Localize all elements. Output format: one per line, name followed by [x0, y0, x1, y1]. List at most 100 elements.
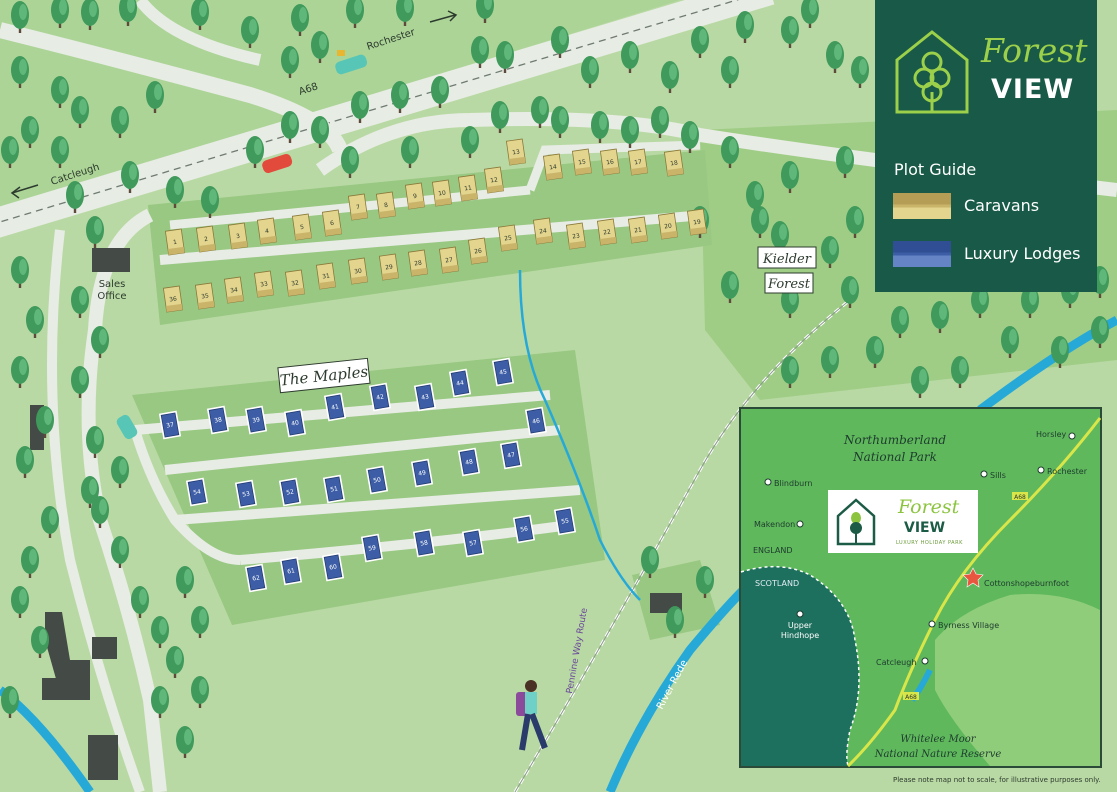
caravan-plot[interactable]: 4 [256, 217, 278, 245]
lodge-plot[interactable]: 55 [553, 506, 577, 536]
lodge-plot[interactable]: 51 [322, 474, 346, 504]
caravan-plot[interactable]: 35 [194, 282, 216, 310]
tree-icon [1051, 336, 1069, 368]
inset-town: Cottonshopeburnfoot [984, 579, 1069, 588]
lodge-plot[interactable]: 40 [283, 408, 307, 438]
tree-icon [281, 111, 299, 143]
caravan-plot[interactable]: 1 [164, 228, 186, 256]
lodge-plot[interactable]: 47 [499, 440, 523, 470]
caravan-plot[interactable]: 32 [284, 269, 306, 297]
caravan-plot[interactable]: 3 [227, 222, 249, 250]
tree-icon [166, 176, 184, 208]
forest-label: Forest [767, 277, 811, 292]
lodge-plot[interactable]: 52 [278, 477, 302, 507]
caravan-plot[interactable]: 23 [565, 222, 587, 250]
lodge-plot[interactable]: 37 [158, 410, 182, 440]
caravan-plot[interactable]: 13 [505, 138, 527, 166]
caravan-plot[interactable]: 31 [315, 262, 337, 290]
caravan-plot[interactable]: 17 [627, 148, 649, 176]
caravan-plot[interactable]: 28 [407, 249, 429, 277]
caravan-number: 7 [356, 204, 361, 211]
scotland-region [741, 566, 859, 766]
tree-icon [21, 116, 39, 148]
lodge-plot[interactable]: 49 [410, 458, 434, 488]
caravan-plot[interactable]: 26 [467, 237, 489, 265]
caravan-plot[interactable]: 14 [542, 153, 564, 181]
caravan-number: 18 [670, 159, 679, 167]
lodge-plot[interactable]: 50 [365, 465, 389, 495]
caravan-number: 30 [354, 267, 363, 275]
tree-icon [191, 606, 209, 638]
lodge-plot[interactable]: 54 [185, 477, 209, 507]
caravan-plot[interactable]: 22 [596, 218, 618, 246]
inset-brand-view: VIEW [904, 520, 946, 536]
lodge-plot[interactable]: 39 [244, 405, 268, 435]
caravan-plot[interactable]: 34 [223, 276, 245, 304]
reserve-label-2: National Nature Reserve [874, 749, 1002, 760]
lodge-plot[interactable]: 41 [323, 392, 347, 422]
caravan-plot[interactable]: 24 [532, 217, 554, 245]
caravan-plot[interactable]: 11 [457, 174, 479, 202]
lodge-plot[interactable]: 53 [234, 479, 258, 509]
tree-icon [71, 366, 89, 398]
caravan-plot[interactable]: 19 [686, 208, 708, 236]
lodge-plot[interactable]: 59 [360, 533, 384, 563]
caravan-plot[interactable]: 7 [347, 193, 369, 221]
lodge-plot[interactable]: 43 [413, 382, 437, 412]
tree-icon [736, 11, 754, 43]
sales-office-building [92, 248, 130, 272]
caravan-plot[interactable]: 18 [663, 149, 685, 177]
lodge-plot[interactable]: 62 [244, 563, 268, 593]
location-inset-map: A68 A68 Northumberland National Park ENG… [739, 407, 1102, 768]
caravan-number: 16 [606, 158, 615, 166]
caravan-plot[interactable]: 36 [162, 285, 184, 313]
caravan-number: 35 [201, 292, 210, 300]
lodge-plot[interactable]: 58 [412, 528, 436, 558]
caravan-plot[interactable]: 10 [431, 179, 453, 207]
car-icon [116, 414, 138, 440]
inset-road-badge [1012, 492, 1028, 500]
tree-icon [71, 96, 89, 128]
tree-icon [311, 116, 329, 148]
tree-icon [36, 406, 54, 438]
tree-icon [651, 106, 669, 138]
caravan-plot[interactable]: 20 [657, 212, 679, 240]
caravan-plot[interactable]: 30 [347, 257, 369, 285]
lodge-plot[interactable]: 61 [279, 556, 303, 586]
brand-forest-text: Forest [981, 31, 1088, 70]
caravan-plot[interactable]: 29 [378, 253, 400, 281]
lodge-plot[interactable]: 56 [512, 514, 536, 544]
lodge-plot[interactable]: 42 [368, 382, 392, 412]
lodge-plot[interactable]: 60 [321, 552, 345, 582]
caravan-plot[interactable]: 2 [195, 225, 217, 253]
caravan-plot[interactable]: 21 [627, 216, 649, 244]
lodge-plot[interactable]: 57 [461, 528, 485, 558]
car-icon [262, 153, 293, 173]
caravan-plot[interactable]: 12 [483, 166, 505, 194]
lodge-plot[interactable]: 44 [448, 368, 472, 398]
caravan-plot[interactable]: 15 [571, 148, 593, 176]
caravan-plot[interactable]: 5 [291, 213, 313, 241]
lodge-plot[interactable]: 45 [491, 357, 515, 387]
lodge-plot[interactable]: 38 [206, 405, 230, 435]
caravan-number: 14 [549, 163, 558, 171]
caravan-plot[interactable]: 9 [404, 182, 426, 210]
arrow-left-icon [11, 184, 39, 194]
tree-icon [951, 356, 969, 388]
caravan-plot[interactable]: 16 [599, 148, 621, 176]
tree-icon [151, 686, 169, 718]
inset-town: Blindburn [764, 478, 812, 488]
caravan-plot[interactable]: 33 [253, 270, 275, 298]
caravan-plot[interactable]: 8 [375, 191, 397, 219]
lodge-plot[interactable]: 46 [524, 406, 548, 436]
caravan-plot[interactable]: 6 [321, 209, 343, 237]
caravan-number: 21 [634, 226, 643, 234]
lodge-plot[interactable]: 48 [457, 447, 481, 477]
caravan-plot[interactable]: 27 [438, 246, 460, 274]
tree-icon [431, 76, 449, 108]
lodge-number: 37 [166, 421, 175, 429]
tree-icon [91, 326, 109, 358]
caravan-plot[interactable]: 25 [497, 224, 519, 252]
a68-centre-line [0, 0, 740, 223]
